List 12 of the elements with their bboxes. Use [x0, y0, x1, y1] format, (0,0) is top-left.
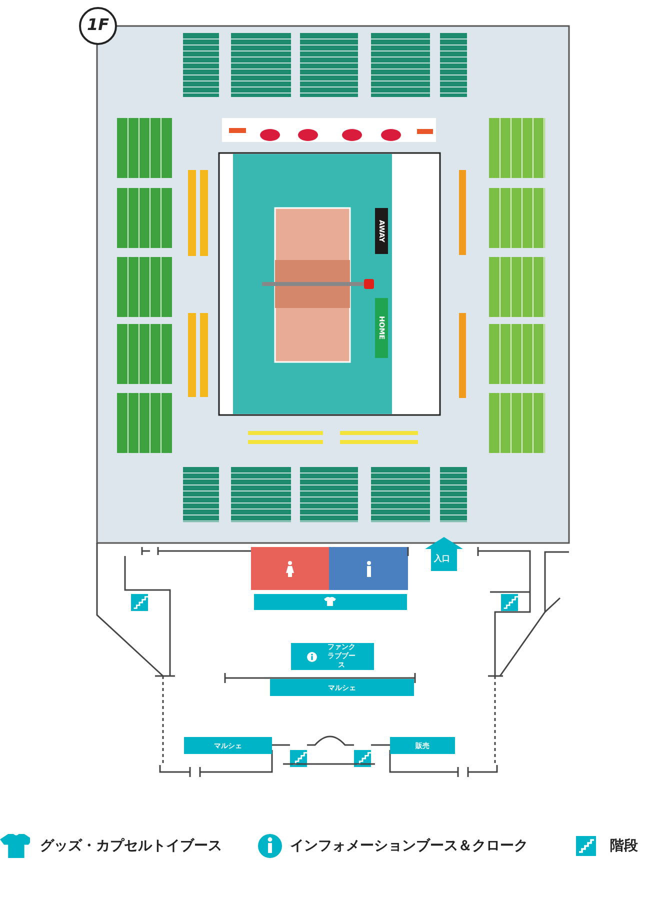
- team-side-sign: [375, 298, 388, 358]
- sales-booth: [390, 737, 455, 754]
- market-booth: [184, 737, 272, 754]
- legend-label: グッズ・カプセルトイブース: [40, 837, 222, 855]
- team-side-sign: [375, 208, 388, 254]
- entrance-label: 入口: [434, 553, 450, 564]
- floor-label: 1F: [86, 15, 110, 34]
- legend-label: インフォメーションブース＆クローク: [290, 837, 528, 855]
- legend-label: 階段: [610, 837, 638, 855]
- market-booth: [270, 679, 414, 696]
- entrance-arrow: [425, 537, 463, 571]
- info-booth: [291, 643, 374, 670]
